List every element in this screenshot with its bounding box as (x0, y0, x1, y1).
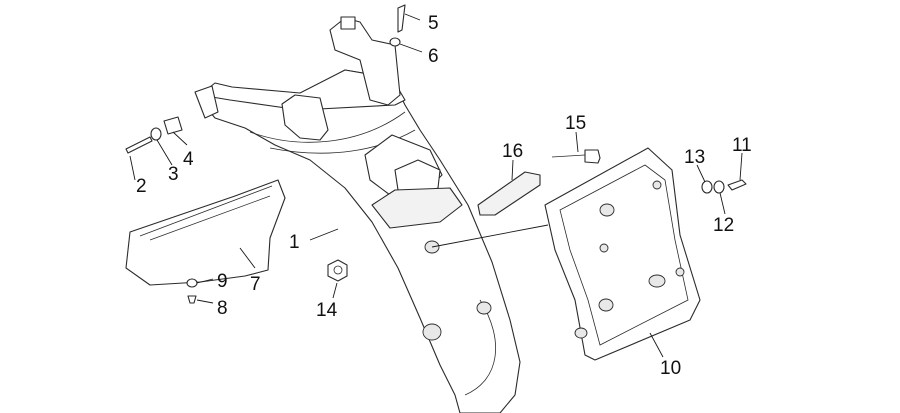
side-cover (125, 179, 286, 286)
callout-11: 11 (732, 135, 752, 156)
callout-8: 8 (217, 298, 228, 319)
assembly-line (431, 224, 549, 248)
callout-13: 13 (684, 147, 705, 168)
mudguard-upper-tray (194, 16, 406, 141)
callout-10: 10 (660, 358, 681, 379)
callout-14: 14 (316, 300, 338, 321)
callout-4: 4 (183, 149, 194, 170)
screw-11-washers (701, 179, 747, 194)
callout-12: 12 (713, 215, 734, 236)
reflector (477, 171, 541, 216)
callout-15: 15 (565, 113, 586, 134)
callout-labels: 1 2 3 4 5 6 7 8 9 10 11 12 13 14 15 16 (136, 13, 752, 379)
leader-lines (129, 13, 743, 358)
screw-8-washer (186, 278, 198, 304)
callout-16: 16 (502, 141, 523, 162)
callout-1: 1 (289, 232, 300, 253)
callout-7: 7 (250, 274, 261, 295)
screw-2-washer-clip (125, 116, 183, 154)
callout-3: 3 (168, 164, 179, 185)
license-light-housing (364, 134, 463, 254)
screw-5-washer (389, 4, 406, 47)
callout-2: 2 (136, 176, 147, 197)
nut (327, 259, 348, 282)
callout-6: 6 (428, 46, 439, 67)
callout-9: 9 (217, 271, 228, 292)
license-plate-holder (544, 147, 701, 361)
callout-5: 5 (428, 13, 439, 34)
rivet (551, 149, 601, 164)
